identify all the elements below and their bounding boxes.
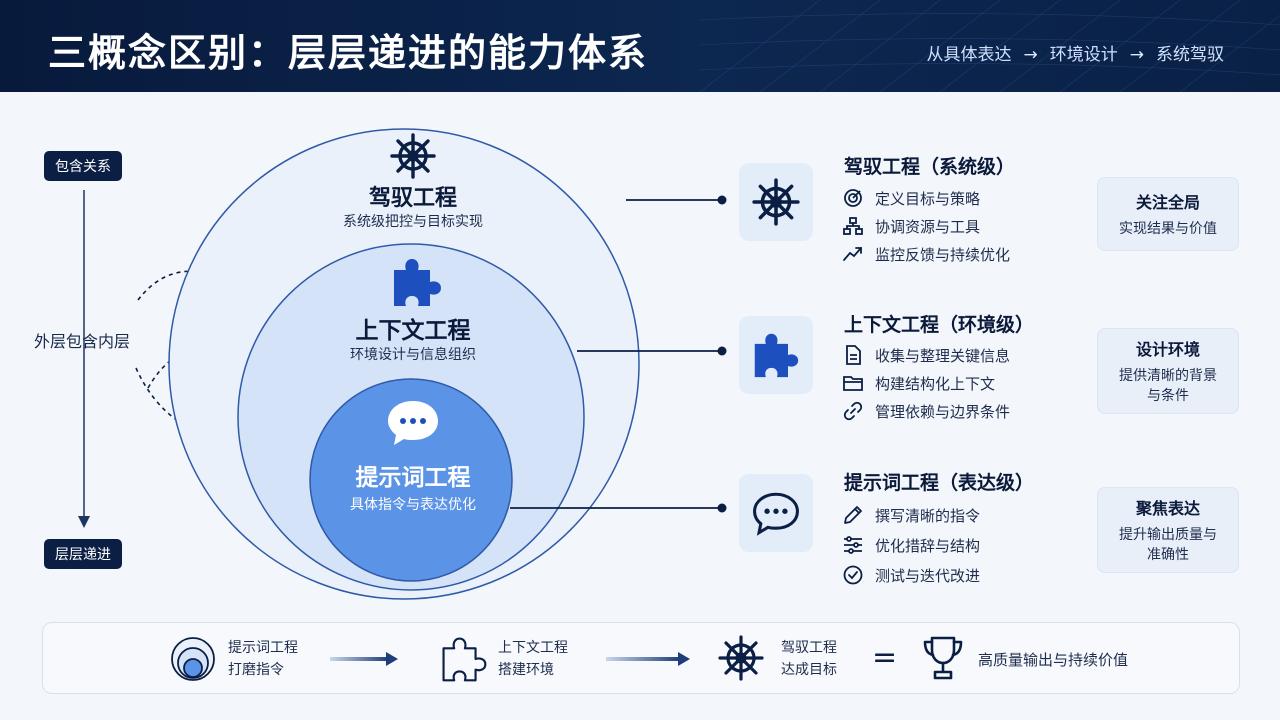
puzzle-icon (394, 259, 441, 306)
section-prompt-card: 聚焦表达 提升输出质量与准确性 (1097, 487, 1239, 573)
header-banner: 三概念区别：层层递进的能力体系 从具体表达 → 环境设计 → 系统驾驭 (0, 0, 1280, 92)
section-harness-name: 驾驭工程 (844, 156, 921, 178)
inner-circle-subtitle: 具体指令与表达优化 (350, 497, 476, 513)
card-body: 实现结果与价值 (1119, 221, 1217, 237)
list-item-label: 优化措辞与结构 (875, 536, 981, 555)
sliders-icon (844, 536, 862, 554)
trophy-icon (923, 636, 963, 680)
outer-contains-inner-label: 外层包含内层 (34, 332, 131, 351)
puzzle-outline-icon (442, 637, 487, 682)
list-item-label: 管理依赖与边界条件 (875, 402, 1011, 421)
list-item-label: 定义目标与策略 (875, 189, 981, 208)
list-item: 构建结构化上下文 (843, 369, 1010, 397)
inner-circle (309, 378, 513, 582)
nested-circles-icon (171, 637, 215, 681)
chat-bubble-icon (388, 401, 438, 445)
ship-wheel-icon (752, 178, 800, 226)
header-flow-arrow-2: → (1129, 45, 1144, 65)
section-prompt-level: （表达级） (939, 472, 1035, 494)
ship-wheel-icon (390, 133, 436, 179)
pen-icon (844, 506, 862, 524)
list-item-label: 监控反馈与持续优化 (875, 245, 1011, 264)
outer-circle-title: 驾驭工程 (368, 186, 457, 211)
list-item-label: 测试与迭代改进 (875, 566, 981, 585)
section-prompt-icon-box (739, 474, 813, 552)
chat-bubble-icon (753, 492, 799, 536)
flow-arrow-2 (606, 652, 690, 666)
bottom-step-2-line1: 上下文工程 (498, 640, 568, 656)
header-flow-arrow-1: → (1023, 45, 1038, 65)
containment-tag: 包含关系 (44, 151, 122, 181)
section-context-title: 上下文工程（环境级） (844, 310, 1034, 337)
section-context-name: 上下文工程 (844, 314, 940, 336)
bottom-step-2-line2: 搭建环境 (498, 662, 554, 678)
section-prompt-list: 撰写清晰的指令 优化措辞与结构 测试与迭代改进 (843, 500, 980, 590)
check-circle-icon (843, 565, 863, 585)
progression-tag: 层层递进 (44, 539, 122, 569)
section-harness-list: 定义目标与策略 协调资源与工具 监控反馈与持续优化 (843, 184, 1010, 268)
target-icon (844, 189, 862, 207)
list-item: 测试与迭代改进 (843, 560, 980, 590)
list-item: 管理依赖与边界条件 (843, 397, 1010, 425)
bottom-step-1-line2: 打磨指令 (228, 662, 284, 678)
outer-circle-subtitle: 系统级把控与目标实现 (343, 214, 483, 230)
hierarchy-icon (843, 217, 863, 235)
equals-sign: = (872, 640, 898, 675)
section-context-icon-box (739, 316, 813, 394)
page-title: 三概念区别：层层递进的能力体系 (48, 31, 649, 75)
list-item: 撰写清晰的指令 (843, 500, 980, 530)
flow-arrow-1 (330, 652, 398, 666)
list-item-label: 协调资源与工具 (875, 217, 981, 236)
bottom-step-3-line1: 驾驭工程 (781, 640, 837, 656)
header-flow-step-2: 环境设计 (1049, 45, 1118, 65)
list-item: 协调资源与工具 (843, 212, 1010, 240)
card-title: 聚焦表达 (1135, 499, 1200, 518)
vertical-axis-arrow (78, 190, 90, 528)
inner-circle-title: 提示词工程 (355, 465, 471, 491)
folder-icon (843, 376, 863, 391)
section-harness-icon-box (739, 163, 813, 241)
bottom-step-1-line1: 提示词工程 (228, 640, 298, 656)
link-icon (843, 401, 863, 421)
card-body: 提升输出质量与准确性 (1119, 527, 1217, 563)
header-grid-decoration (699, 0, 1280, 92)
list-item: 优化措辞与结构 (843, 530, 980, 560)
section-prompt-title: 提示词工程（表达级） (844, 468, 1034, 495)
bottom-step-3-line2: 达成目标 (781, 662, 837, 678)
header-flow-step-3: 系统驾驭 (1156, 45, 1224, 65)
bottom-step-3-text: 驾驭工程 达成目标 (781, 637, 837, 681)
section-harness-level: （系统级） (920, 156, 1016, 178)
list-item: 监控反馈与持续优化 (843, 240, 1010, 268)
list-item-label: 撰写清晰的指令 (875, 506, 981, 525)
header-flow-step-1: 从具体表达 (926, 45, 1012, 65)
section-context-list: 收集与整理关键信息 构建结构化上下文 管理依赖与边界条件 (843, 341, 1010, 425)
list-item: 定义目标与策略 (843, 184, 1010, 212)
section-prompt-name: 提示词工程 (844, 472, 940, 494)
middle-circle-title: 上下文工程 (355, 318, 471, 344)
bottom-step-2-text: 上下文工程 搭建环境 (498, 637, 568, 681)
ship-wheel-icon (718, 635, 764, 681)
section-context-card: 设计环境 提供清晰的背景与条件 (1097, 328, 1239, 414)
puzzle-icon (754, 333, 799, 378)
connector-lines (510, 195, 727, 513)
card-title: 设计环境 (1135, 340, 1200, 359)
bottom-result-label: 高质量输出与持续价值 (978, 651, 1129, 669)
list-item-label: 构建结构化上下文 (875, 374, 996, 393)
card-body: 提供清晰的背景与条件 (1119, 368, 1217, 404)
bottom-step-1-text: 提示词工程 打磨指令 (228, 637, 298, 681)
trend-up-icon (843, 247, 862, 261)
section-harness-title: 驾驭工程（系统级） (844, 152, 1015, 179)
document-icon (846, 345, 861, 365)
section-context-level: （环境级） (939, 314, 1035, 336)
middle-circle-subtitle: 环境设计与信息组织 (350, 347, 476, 363)
list-item: 收集与整理关键信息 (843, 341, 1010, 369)
header-flow: 从具体表达 → 环境设计 → 系统驾驭 (927, 40, 1225, 65)
card-title: 关注全局 (1135, 193, 1200, 212)
section-harness-card: 关注全局 实现结果与价值 (1097, 177, 1239, 251)
list-item-label: 收集与整理关键信息 (875, 346, 1011, 365)
